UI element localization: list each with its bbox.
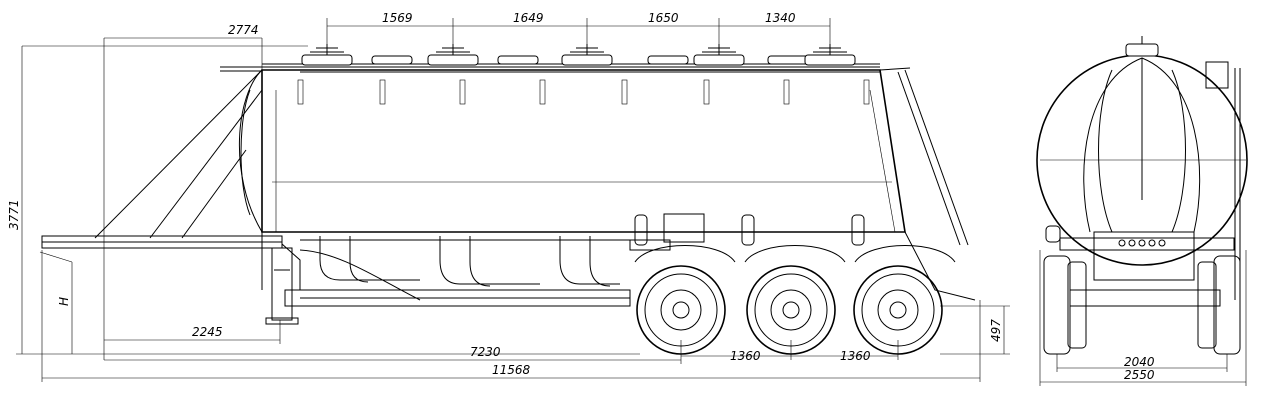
hatch-2 [427,44,479,66]
rear-wheels [1043,255,1241,355]
hatch-4 [693,44,745,66]
hatch-cover-3 [647,55,689,65]
dim-overall-height: 3771 [7,199,21,230]
dim-coupling-height: H [57,297,71,306]
dim-hatch-spacing-1: 1569 [382,11,413,25]
dim-overall-width: 2550 [1124,368,1155,382]
hatch-cover-2 [497,55,539,65]
rear-top-fittings [1125,36,1241,300]
hatch-cover-1 [371,55,413,65]
rear-view: 2040 2550 [1036,36,1248,386]
rear-ladder [879,67,976,301]
dim-hatch-spacing-4: 1340 [765,11,796,25]
landing-legs [265,247,299,325]
dim-axle-spacing-1: 1360 [730,349,761,363]
dim-kingpin-to-leg: 2245 [192,325,223,339]
discharge-pipes [299,236,630,301]
dim-hatch-spacing-3: 1650 [648,11,679,25]
dim-kingpin-to-first-axle: 7230 [470,345,501,359]
cement-tank [220,63,906,233]
fenders [634,213,956,263]
rear-dimension-lines [1039,250,1247,386]
dim-overall-length: 11568 [492,363,531,377]
dim-hatch-spacing-2: 1649 [513,11,544,25]
dim-track-width: 2040 [1124,355,1155,369]
rear-tank-outline [1036,54,1248,266]
front-support [94,69,263,239]
chassis [41,232,671,307]
rear-bumper-plate [1045,225,1235,307]
hatch-cover-4 [767,55,809,65]
side-dimension-lines [16,18,1010,382]
dim-rear-height: 497 [989,319,1003,342]
hatch-1 [301,44,353,66]
hatches [301,44,856,66]
dim-axle-spacing-2: 1360 [840,349,871,363]
dim-top-offset: 2774 [228,23,259,37]
hatch-5 [804,44,856,66]
hatch-3 [561,44,613,66]
side-view: 2774 1569 1649 1650 1340 3771 H 2245 723… [7,11,1010,382]
side-handles [297,79,870,105]
